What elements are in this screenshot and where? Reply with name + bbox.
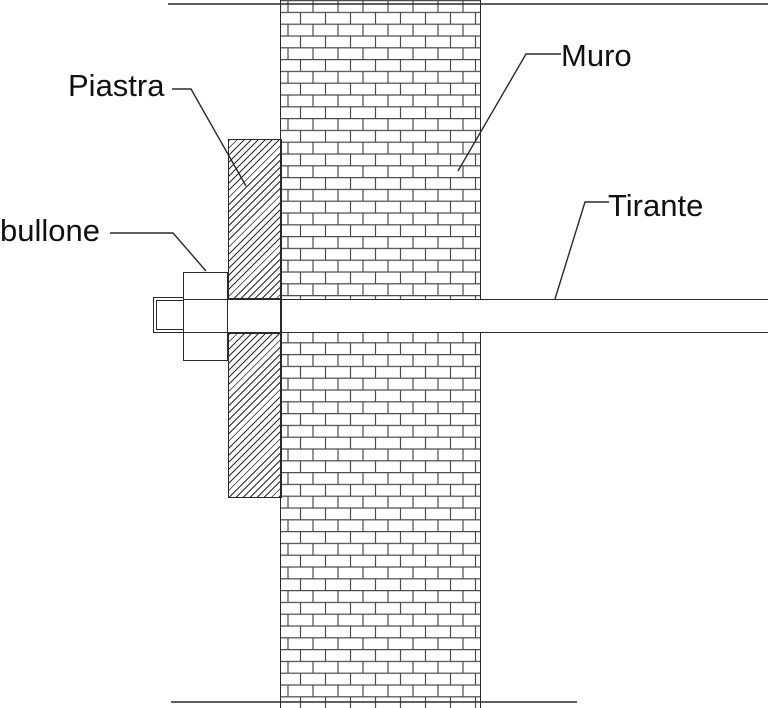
nut-facet-line [184,331,227,333]
leader-line-tirante [555,202,609,299]
bolt-nut [183,272,228,361]
nut-facet-line [184,298,227,300]
bolt-end [153,297,184,333]
anchor-plate-lower [228,333,282,498]
tie-rod [154,299,768,333]
label-piastra: Piastra [68,68,165,103]
wall-left-edge-segment [280,300,282,332]
brick-pattern [281,0,480,708]
bolt-end-chamfer [156,300,183,330]
brick-wall [280,0,481,708]
anchor-plate-upper [228,139,282,299]
leader-line-bullone [110,233,206,271]
label-muro: Muro [561,38,632,73]
label-bullone: bullone [0,213,100,248]
label-tirante: Tirante [608,188,704,223]
